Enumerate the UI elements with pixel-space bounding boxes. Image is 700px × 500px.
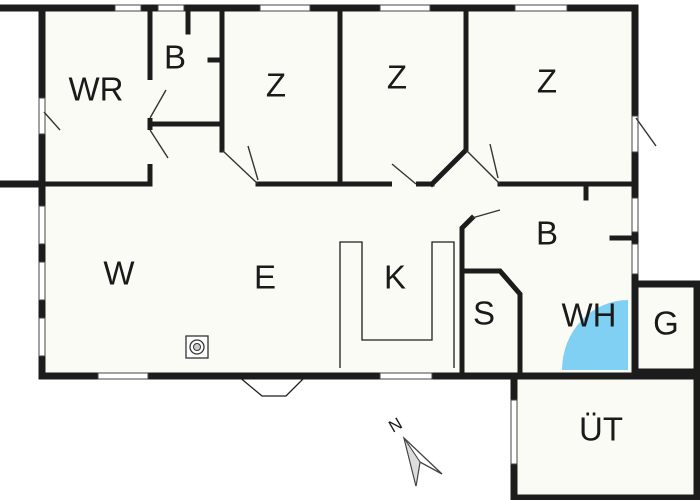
room-label-wr: WR — [69, 71, 124, 108]
room-label-kitchen: K — [384, 259, 406, 296]
room-label-storage: S — [473, 295, 495, 332]
room-label-bath-top: B — [164, 39, 186, 76]
room-label-z-left: Z — [266, 67, 286, 104]
room-label-z-middle: Z — [387, 59, 407, 96]
kitchen-counter — [339, 241, 455, 368]
room-labels: WR B Z Z Z W E K B S WH G ÜT — [69, 39, 679, 448]
room-label-outbuilding: ÜT — [579, 411, 623, 448]
water-heater — [562, 300, 628, 370]
room-label-living: W — [103, 255, 135, 292]
room-label-z-right: Z — [537, 63, 557, 100]
room-label-garage: G — [653, 305, 679, 342]
windows — [38, 4, 639, 465]
room-label-dining: E — [254, 259, 276, 296]
stove-icon — [185, 335, 209, 359]
room-label-utility: WH — [562, 297, 617, 334]
compass-north-label: N — [385, 414, 405, 437]
room-label-bath-right: B — [536, 215, 558, 252]
north-arrow-icon — [402, 435, 443, 487]
doors — [43, 80, 657, 397]
interior-walls — [39, 5, 638, 379]
